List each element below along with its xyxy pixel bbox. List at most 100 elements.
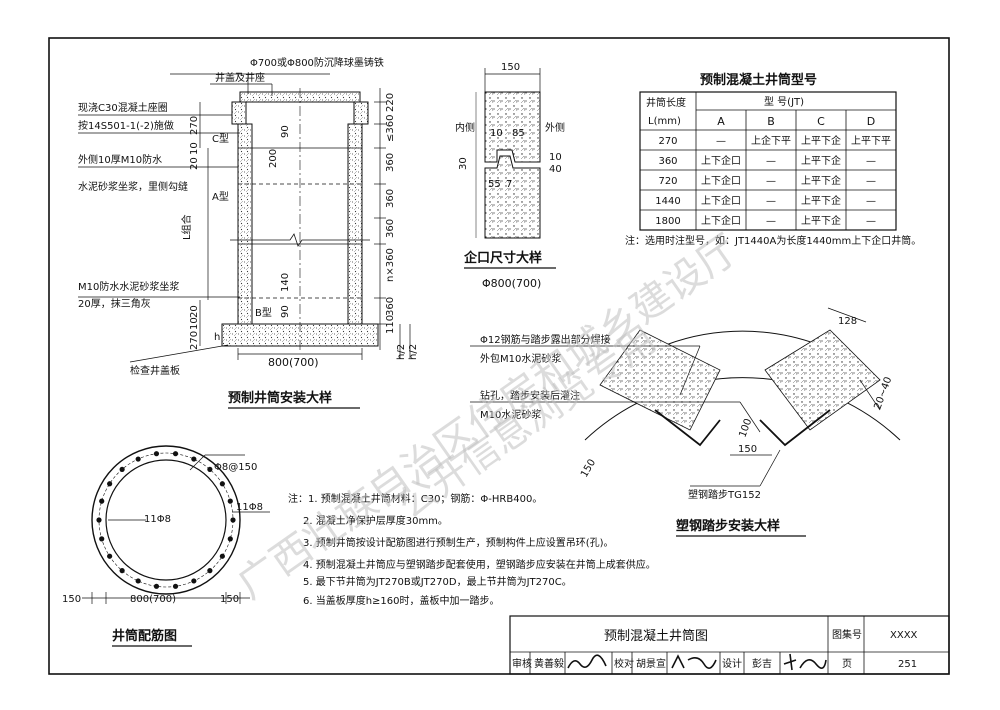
rebar-dot [107,553,113,559]
rebar-dot [219,481,225,487]
table-cell: — [866,176,876,187]
check-label: 校对 [614,657,634,670]
rebar-dot [99,536,105,542]
table-cell: 上下企口 [701,154,741,167]
step-detail-title: 塑钢踏步安装大样 [676,518,780,534]
note-1: 注：1. 预制混凝土井筒材料：C30；钢筋：Φ-HRB400。 [288,492,542,505]
rebar-dot [135,578,141,584]
rebar-detail: Φ8@150 11Φ8 11Φ8 150 800(700) 150 井筒配筋图 [62,445,270,647]
hole-grout-label-1: 钻孔，踏步安装后灌注 [480,389,580,402]
table-cell: 上企下平 [751,134,791,147]
cover-material-label: Φ700或Φ800防沉降球墨铸铁 [250,56,384,69]
outer-mortar-label-2: 水泥砂浆坐浆，里侧勾缝 [78,180,188,193]
rebar-dot [227,536,233,542]
rebar-dot [172,583,179,589]
table-row-length: 270 [658,136,677,147]
hole-grout-label-2: M10水泥砂浆 [480,408,541,421]
design-label: 设计 [722,657,742,670]
bars-label-right: 11Φ8 [236,502,263,513]
designer-name: 彭吉 [752,657,772,670]
stirrup-label: Φ8@150 [214,462,257,473]
drawing-title: 预制混凝土井筒图 [604,628,708,644]
sheet-border [48,37,950,675]
cover-seat-label: 井盖及井座 [215,71,265,84]
plastic-step-label: 塑钢踏步TG152 [688,488,761,501]
joint-d30: 30 [458,157,469,170]
bars-label-left: 11Φ8 [144,514,171,525]
table-cell: 上平下企 [801,174,841,187]
rebar-dot [191,456,197,462]
dim-h2-a: h/2 [396,344,407,360]
dim-360-c: 360 [385,219,396,238]
table-cell: 上下企口 [701,194,741,207]
checker-signature [671,654,717,669]
joint-d55: 55 [488,179,501,190]
general-notes: 注：1. 预制混凝土井筒材料：C30；钢筋：Φ-HRB400。 2. 混凝土净保… [288,492,656,607]
joint-d40: 40 [549,164,562,175]
model-table-title: 预制混凝土井筒型号 [700,72,817,88]
collar-left [231,101,247,125]
rebar-dot [135,456,141,462]
header-model: 型 号(JT) [764,95,804,108]
rebar-dot [207,568,213,574]
header-length-2: L(mm) [648,116,681,127]
a-type-label: A型 [212,190,229,203]
dim-110: 110 [385,315,396,334]
rebar-dim-right: 150 [220,594,239,605]
page-number: 251 [898,659,917,670]
page-label: 页 [842,658,852,670]
shaft-installation-detail: Φ700或Φ800防沉降球墨铸铁 井盖及井座 现浇C30混凝土座圈 按14S50… [78,56,419,409]
table-row-length: 720 [658,176,677,187]
joint-d7: 7 [506,179,512,190]
rebar-dot [230,517,236,523]
shaft-wall-left [237,123,253,325]
table-cell: 上平下企 [801,214,841,227]
table-cell: — [766,156,776,167]
rebar-dim-mid: 800(700) [130,594,176,605]
joint-outer-side: 外侧 [545,121,565,134]
joint-d85: 85 [512,128,525,139]
dim-left-10b: 10 [189,317,200,330]
dim-le360: ≤360 [385,115,396,142]
table-cell: — [866,196,876,207]
model-table: 预制混凝土井筒型号 井筒长度 L(mm) 型 号(JT) A B C D 270… [625,72,921,247]
table-cell: — [866,216,876,227]
joint-inner-side: 内侧 [455,121,475,134]
dim-220: 220 [385,93,396,112]
note-5: 5. 最下节井筒为JT270B或JT270D，最上节井筒为JT270C。 [303,575,572,588]
col-b: B [767,115,775,128]
rebar-dot [96,517,102,523]
table-cell: — [866,156,876,167]
table-cell: 上平下平 [851,135,891,147]
step-d128: 128 [838,316,857,327]
atlas-number: XXXX [890,630,918,641]
shaft-width-dim: 800(700) [268,356,319,369]
note-3: 3. 预制井筒按设计配筋图进行预制生产，预制构件上应设置吊环(孔)。 [303,536,614,549]
reviewer-signature [567,654,607,669]
table-row-length: 1440 [655,196,680,207]
dim-inner-140: 140 [280,273,291,292]
joint-detail-title: 企口尺寸大样 [463,250,542,266]
table-row-length: 360 [658,156,677,167]
step-d150-b: 150 [738,444,757,455]
rebar-dot [119,568,125,574]
rebar-dot [207,466,213,472]
rebar-dot [107,481,113,487]
rebar-weld-label-2: 外包M10水泥砂浆 [480,352,561,365]
shaft-detail-title: 预制井筒安装大样 [228,390,332,406]
reviewer-name: 黄善毅 [534,657,564,670]
dim-h: h [214,332,220,343]
b-type-label: B型 [255,306,272,319]
dim-left-270b: 270 [189,331,200,350]
dim-inner-90b: 90 [280,305,291,318]
base-slab-label: 检查井盖板 [130,364,180,377]
rebar-dot [172,451,179,457]
rebar-detail-title: 井筒配筋图 [112,628,177,644]
joint-width: 150 [501,62,520,73]
note-2: 2. 混凝土净保护层厚度30mm。 [303,514,448,527]
rebar-dot [153,451,160,457]
table-cell: — [766,196,776,207]
model-table-note: 注：选用时注型号，如：JT1440A为长度1440mm上下企口井筒。 [625,234,921,247]
base-mortar-label-1: M10防水水泥砂浆坐浆 [78,280,179,293]
dim-360-a: 360 [385,153,396,172]
